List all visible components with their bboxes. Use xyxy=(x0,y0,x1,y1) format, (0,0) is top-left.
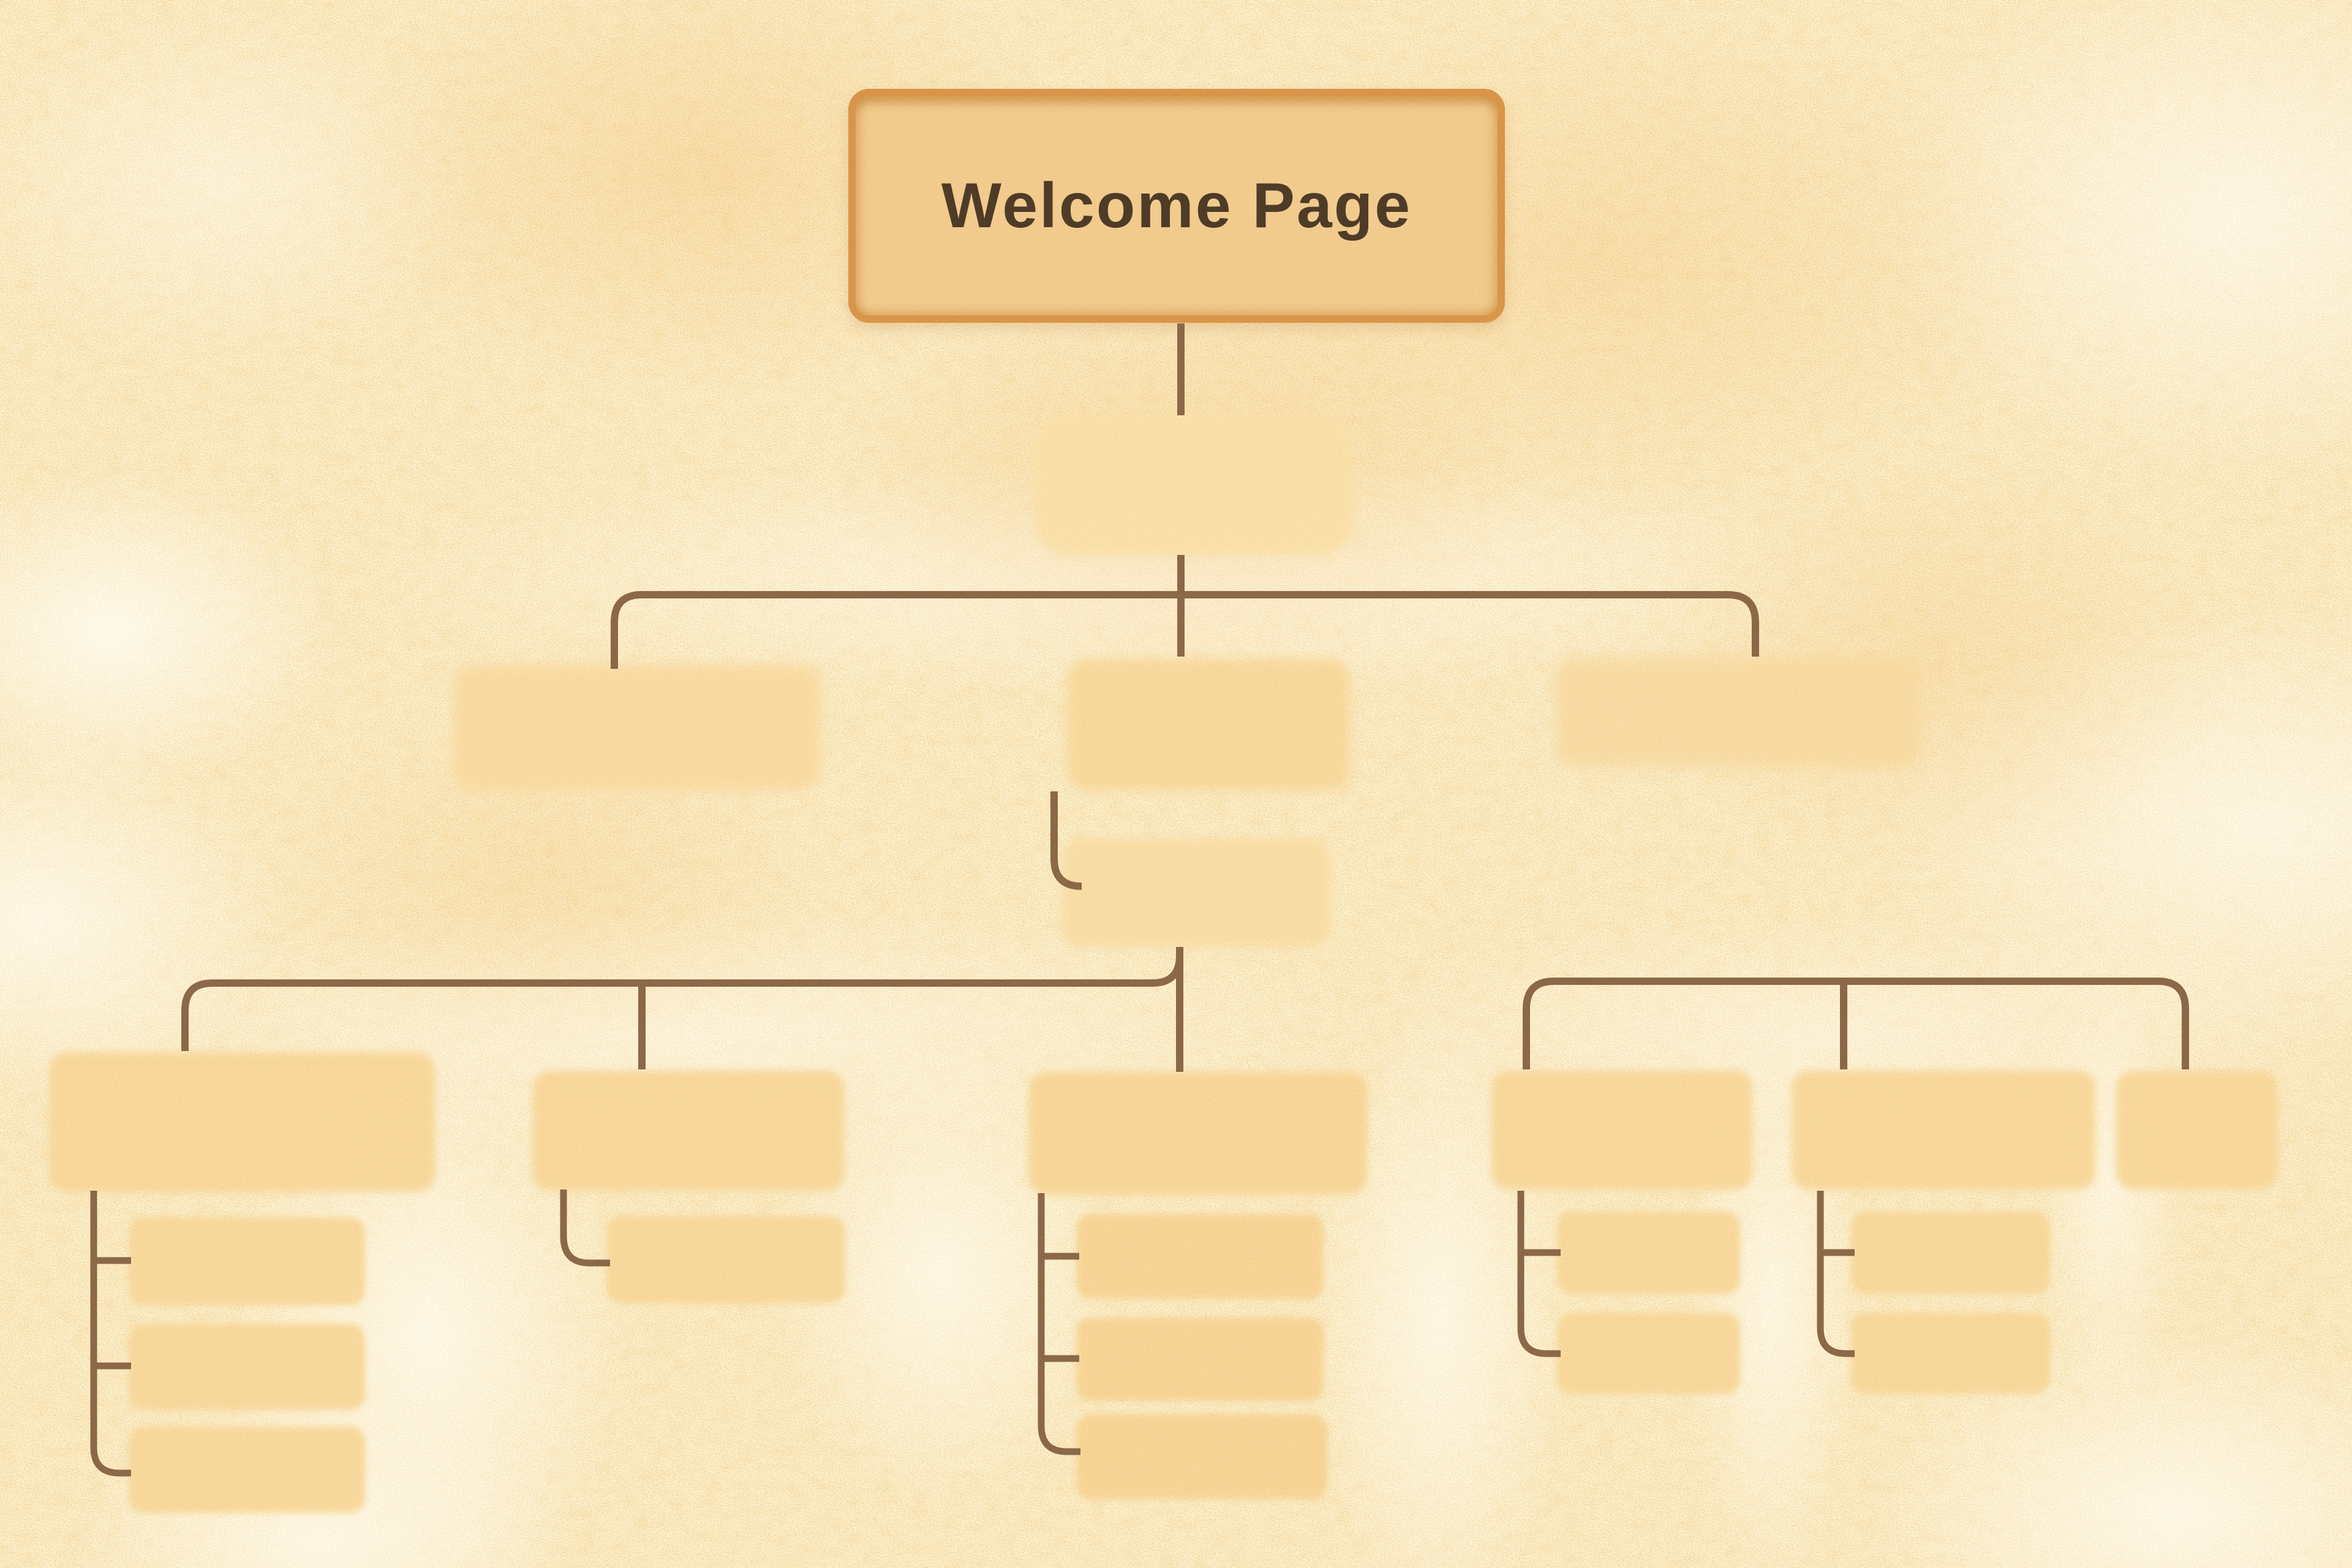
node-page-f xyxy=(2116,1071,2278,1189)
node-section-right xyxy=(1556,657,1921,767)
connector-left-bar xyxy=(185,948,1180,1051)
node-page-a-sub-3 xyxy=(129,1427,365,1513)
connector-level3-bar xyxy=(614,595,1755,669)
welcome-page-label: Welcome Page xyxy=(941,170,1412,243)
node-page-c-sub-3 xyxy=(1076,1414,1327,1499)
node-page-a-sub-2 xyxy=(129,1324,365,1410)
node-welcome-page: Welcome Page xyxy=(848,89,1505,323)
node-page-e-sub-2 xyxy=(1851,1313,2050,1394)
connector-page-c-spine xyxy=(1041,1193,1080,1452)
node-page-e xyxy=(1792,1071,2095,1189)
node-page-a xyxy=(49,1052,435,1192)
node-page-c-sub-2 xyxy=(1076,1317,1324,1401)
connector-right-bar xyxy=(1526,981,2185,1069)
node-page-c-sub-1 xyxy=(1076,1214,1324,1299)
node-center-subpage xyxy=(1063,839,1330,947)
connector-page-a-spine xyxy=(94,1191,131,1473)
connector-page-e-spine xyxy=(1820,1191,1855,1354)
node-section-left xyxy=(453,665,821,791)
node-page-c xyxy=(1029,1072,1367,1194)
node-page-d-sub-2 xyxy=(1557,1313,1740,1394)
node-hub xyxy=(1035,415,1354,555)
node-section-center xyxy=(1067,658,1350,791)
node-page-d-sub-1 xyxy=(1557,1212,1740,1294)
node-page-b-sub-1 xyxy=(606,1216,845,1303)
node-page-b xyxy=(533,1071,844,1191)
node-page-d xyxy=(1491,1071,1752,1189)
connector-page-d-spine xyxy=(1521,1191,1561,1354)
connector-page-b-elbow xyxy=(564,1189,610,1263)
node-page-a-sub-1 xyxy=(129,1217,365,1305)
node-page-e-sub-1 xyxy=(1851,1212,2050,1294)
connector-center-to-subpage xyxy=(1054,791,1082,886)
